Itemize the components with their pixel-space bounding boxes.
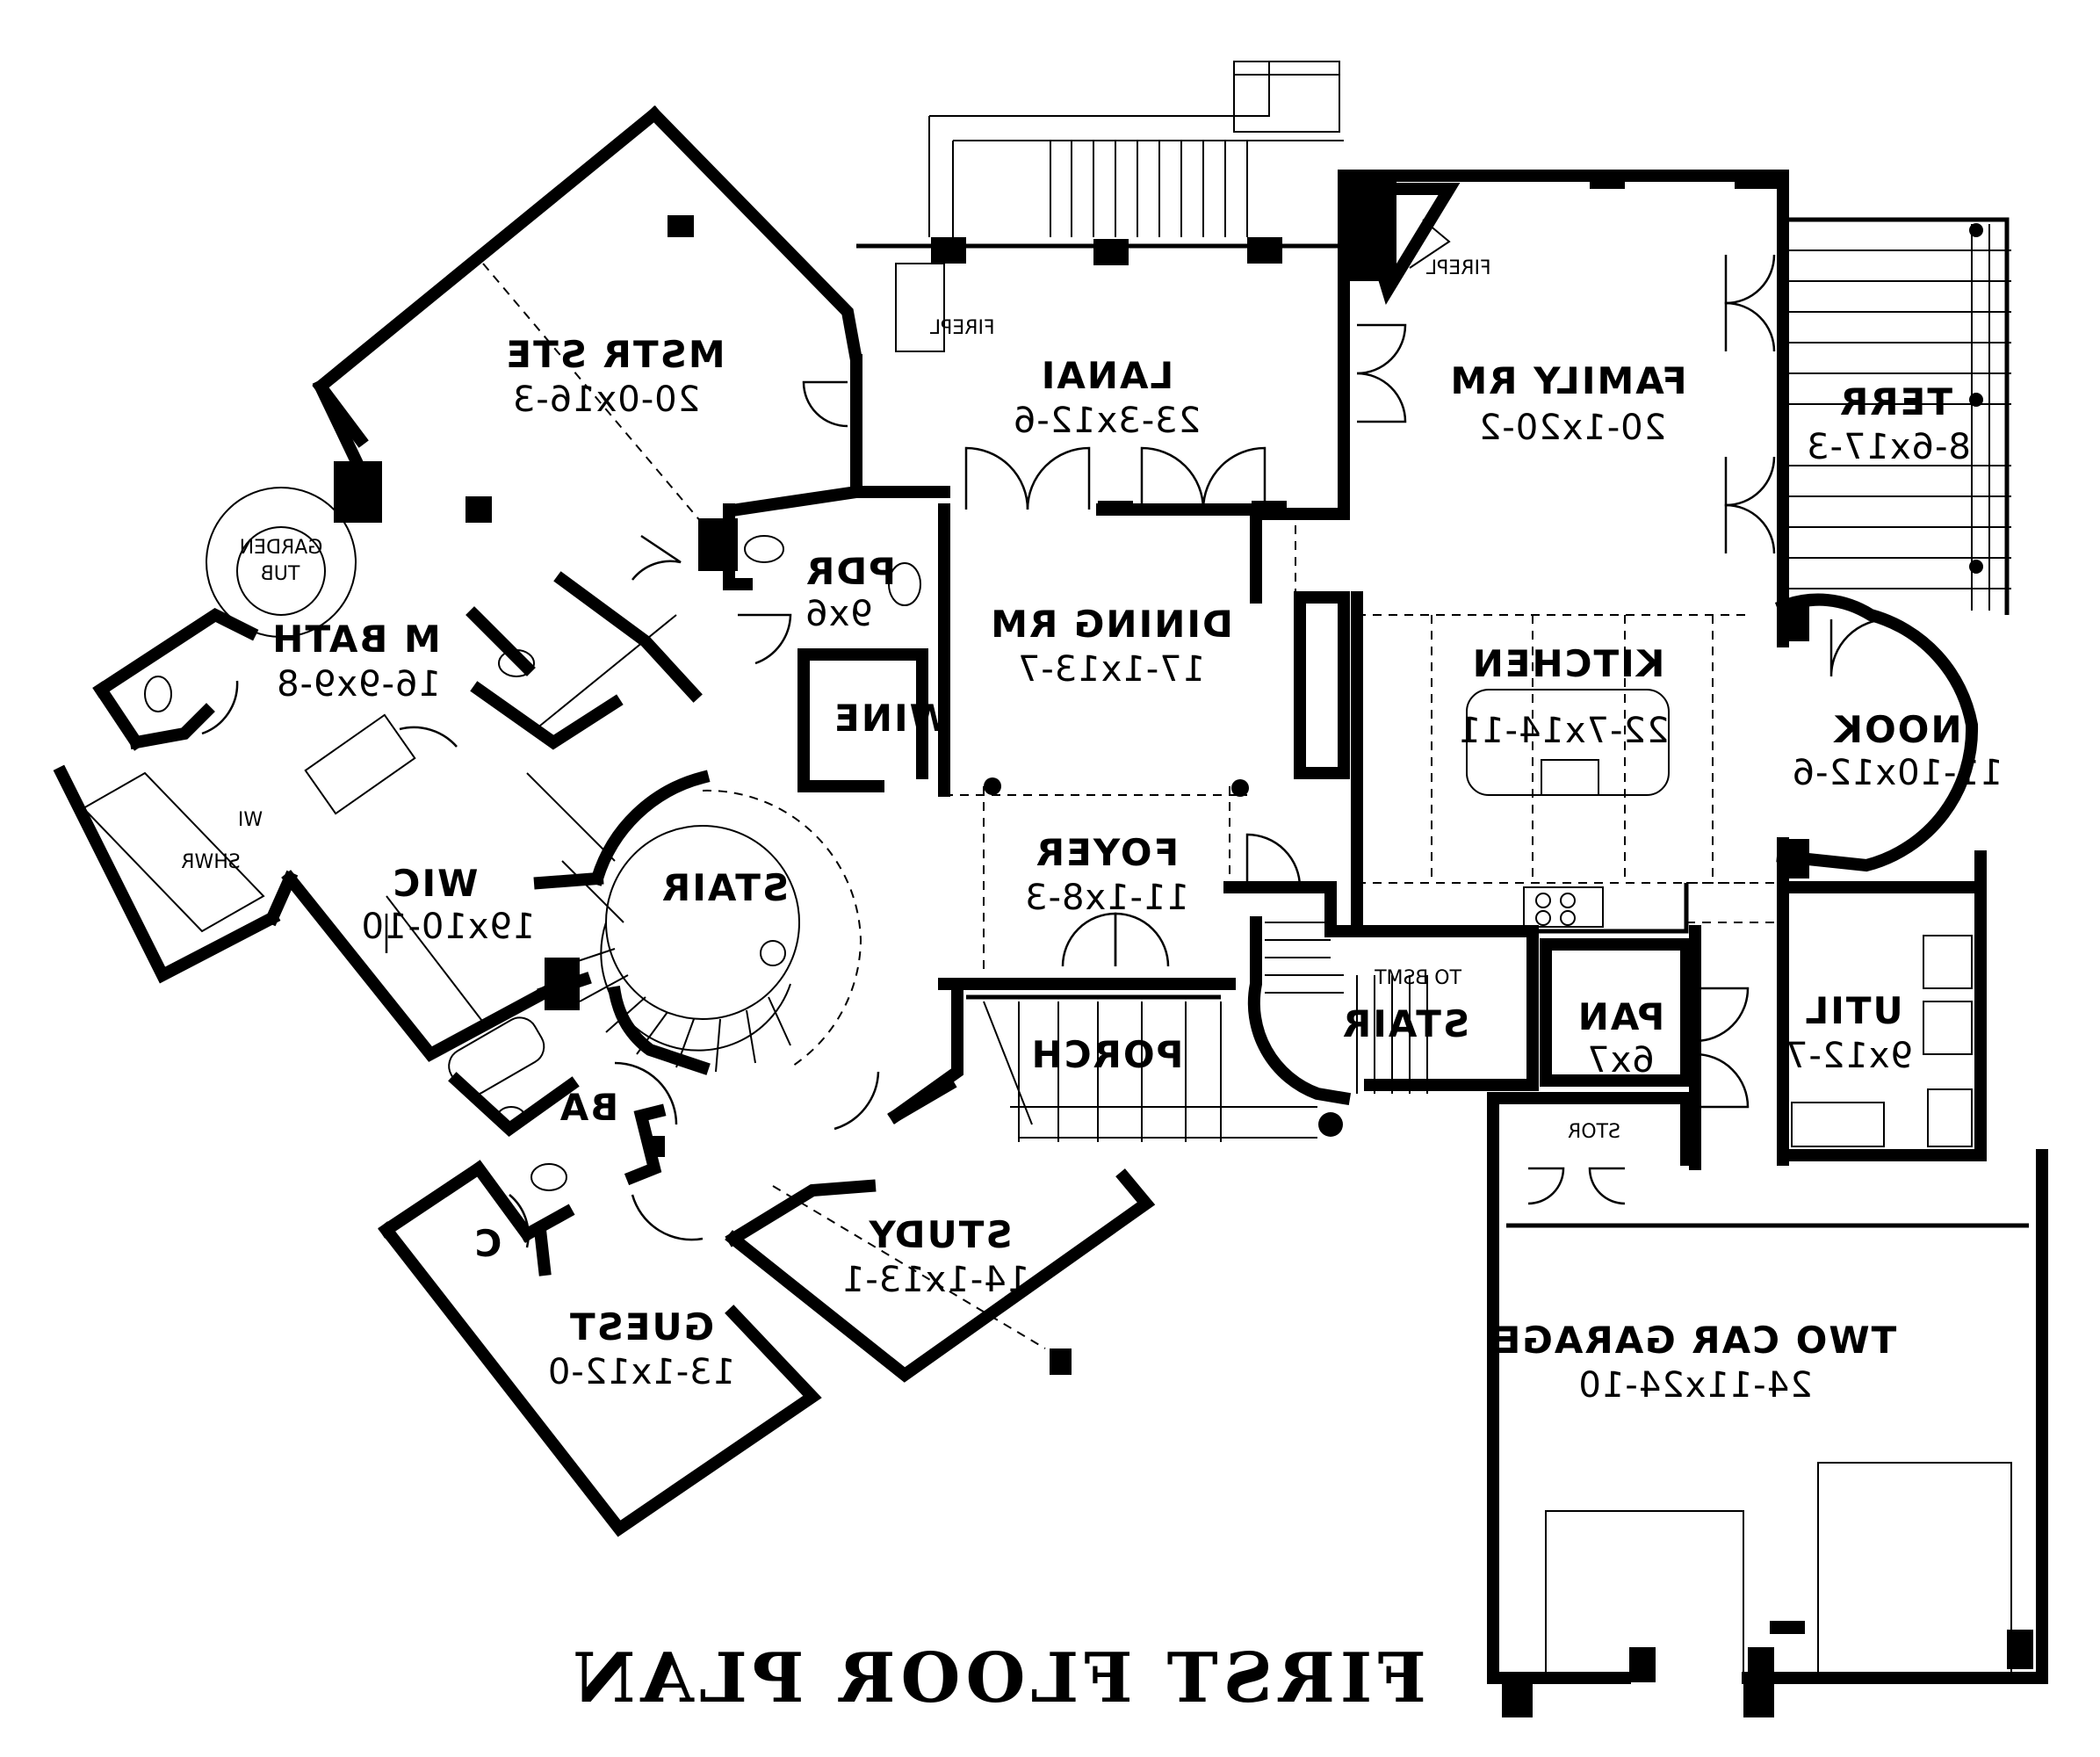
label-shower-2: SHWR (181, 851, 241, 873)
label-garden-tub-1: GARDEN (240, 537, 323, 559)
label-powder-dims: 9x6 (805, 594, 873, 634)
label-family-fireplace: FIREPL (1425, 257, 1491, 279)
porch-railing (966, 994, 1317, 1142)
label-kitchen-dims: 22-7x14-11 (1458, 711, 1670, 751)
label-nook-dims: 11-10x12-6 (1792, 753, 2003, 793)
label-utility-name: UTIL (1803, 989, 1902, 1032)
label-basement-stair-note: TO BSMT (1375, 967, 1462, 989)
terrace-pergola (1783, 217, 2011, 615)
label-pantry-name: PAN (1577, 995, 1665, 1038)
room-labels: MSTR STE 20-0x16-3 LANAI 23-3x12-6 FAMIL… (271, 333, 2003, 1406)
label-lanai-dims: 23-3x12-6 (1013, 401, 1201, 441)
basement-stair-treads (1265, 922, 1428, 1094)
label-closet-name: C (473, 1222, 502, 1265)
ceiling-lines (482, 263, 1783, 1349)
label-nook-name: NOOK (1832, 708, 1961, 751)
label-master-bath-dims: 16-9x9-8 (276, 664, 441, 705)
label-garage-name: TWO CAR GARAGE (1494, 1319, 1897, 1362)
label-study-dims: 14-1x13-1 (841, 1260, 1029, 1300)
label-bath-name: BA (559, 1086, 619, 1129)
label-dining-room-name: DINING RM (989, 603, 1233, 646)
fixture-labels: FIREPL FIREPL GARDEN TUB WI SHWR (181, 257, 1490, 873)
label-wic-dims: 19x10-10 (361, 907, 536, 947)
label-master-bath-name: M BATH (271, 618, 440, 661)
label-garage-dims: 24-11x24-10 (1577, 1365, 1812, 1406)
label-storage-name: STOR (1568, 1121, 1620, 1143)
fixtures (82, 183, 2012, 1674)
label-foyer-dims: 11-1x8-3 (1024, 878, 1189, 918)
label-kitchen-name: KITCHEN (1471, 642, 1665, 685)
label-family-room-dims: 20-1x20-2 (1478, 408, 1666, 448)
label-guest-dims: 13-1x12-0 (547, 1352, 735, 1392)
interior-walls (128, 486, 1987, 1276)
label-garden-tub-2: TUB (261, 563, 301, 585)
label-lanai-fireplace: FIREPL (929, 317, 995, 339)
label-wine-name: WINE (833, 697, 950, 740)
doors (201, 254, 1889, 1248)
label-guest-name: GUEST (568, 1305, 714, 1348)
label-shower-1: WI (238, 809, 263, 831)
main-stair-treads (561, 789, 862, 1073)
label-porch-name: PORCH (1030, 1033, 1184, 1076)
plan-title: FIRST FLOOR PLAN (567, 1638, 1426, 1718)
label-master-suite-name: MSTR STE (504, 333, 725, 376)
label-utility-dims: 9x12-7 (1785, 1036, 1913, 1076)
label-main-stair-name: STAIR (660, 866, 789, 909)
label-lanai-name: LANAI (1040, 354, 1174, 397)
foyer-columns (984, 777, 1343, 1137)
label-basement-stair-name: STAIR (1341, 1002, 1469, 1045)
label-powder-name: PDR (805, 550, 896, 593)
label-pantry-dims: 6x7 (1586, 1040, 1655, 1081)
label-wic-name: WIC (392, 862, 479, 905)
label-study-name: STUDY (867, 1213, 1012, 1256)
label-foyer-name: FOYER (1035, 831, 1179, 874)
rear-exterior-stair (928, 61, 1344, 237)
label-family-room-name: FAMILY RM (1448, 359, 1686, 402)
label-terrace-dims: 8-6x17-3 (1806, 427, 1971, 467)
label-master-suite-dims: 20-0x16-3 (512, 380, 700, 420)
label-dining-room-dims: 17-1x13-7 (1017, 649, 1205, 690)
label-terrace-name: TERR (1838, 380, 1952, 423)
structural-piers (334, 171, 2033, 1717)
